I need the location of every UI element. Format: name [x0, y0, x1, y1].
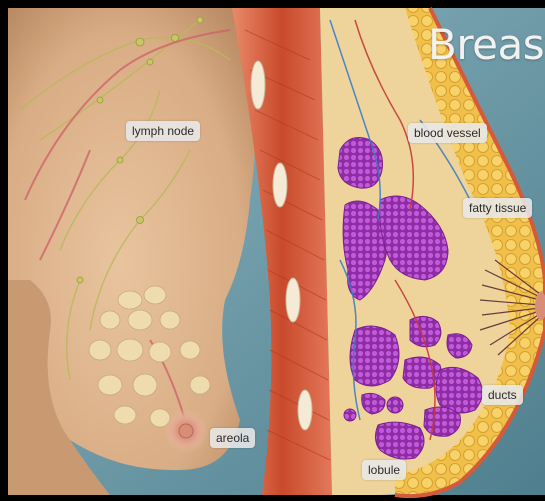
- label-fatty-tissue: fatty tissue: [463, 198, 532, 218]
- label-areola: areola: [210, 428, 255, 448]
- label-lymph-node: lymph node: [126, 121, 200, 141]
- external-view: [8, 8, 256, 495]
- label-lobule: lobule: [362, 460, 406, 480]
- nipple-shape: [179, 424, 193, 438]
- label-ducts: ducts: [482, 385, 523, 405]
- diagram-title: Breast: [428, 20, 545, 69]
- label-blood-vessel: blood vessel: [408, 123, 487, 143]
